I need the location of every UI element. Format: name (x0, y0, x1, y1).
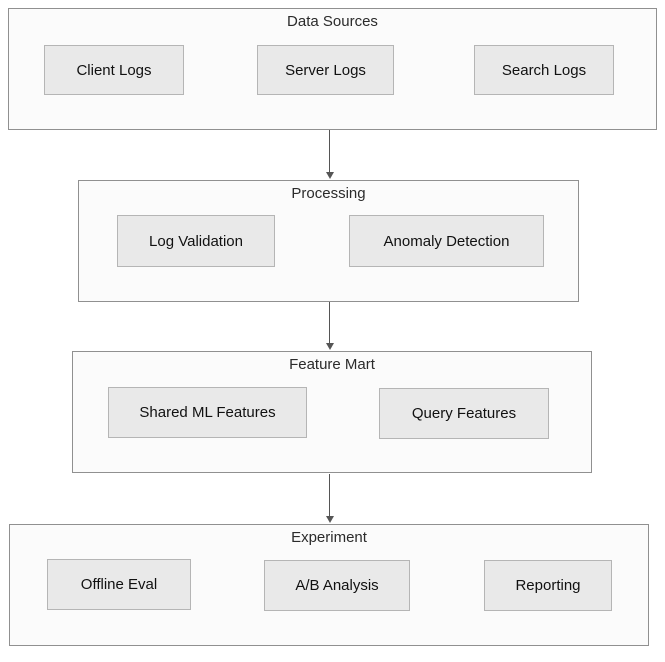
group-data-sources: Data Sources Client Logs Server Logs Sea… (8, 8, 657, 130)
node-offline-eval: Offline Eval (47, 559, 191, 610)
node-server-logs: Server Logs (257, 45, 394, 95)
group-title-data-sources: Data Sources (287, 13, 378, 30)
node-log-validation: Log Validation (117, 215, 275, 267)
node-ab-analysis: A/B Analysis (264, 560, 410, 611)
node-query-features: Query Features (379, 388, 549, 439)
group-processing: Processing Log Validation Anomaly Detect… (78, 180, 579, 302)
group-experiment: Experiment Offline Eval A/B Analysis Rep… (9, 524, 649, 646)
group-feature-mart: Feature Mart Shared ML Features Query Fe… (72, 351, 592, 473)
node-shared-ml-features: Shared ML Features (108, 387, 307, 438)
node-anomaly-detection: Anomaly Detection (349, 215, 544, 267)
arrow-data-sources-to-processing (325, 130, 334, 179)
group-title-processing: Processing (291, 185, 366, 202)
group-title-experiment: Experiment (291, 529, 367, 546)
node-client-logs: Client Logs (44, 45, 184, 95)
arrow-feature-mart-to-experiment (325, 474, 334, 523)
group-title-feature-mart: Feature Mart (289, 356, 375, 373)
arrow-processing-to-feature-mart (325, 302, 334, 350)
node-reporting: Reporting (484, 560, 612, 611)
node-search-logs: Search Logs (474, 45, 614, 95)
